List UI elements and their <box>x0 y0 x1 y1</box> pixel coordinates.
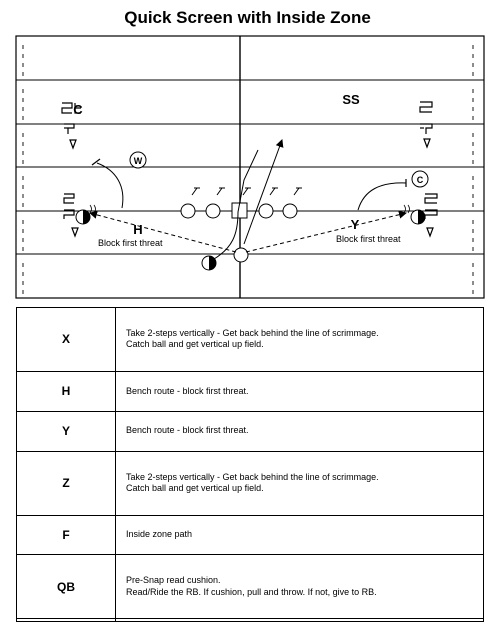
defender-c-right: C <box>417 175 424 185</box>
defender-w-circle <box>129 151 147 169</box>
defender-ss: SS <box>342 92 360 107</box>
assignment-description: Bench route - block first threat. <box>115 410 484 452</box>
assignment-row: Y Bench route - block first threat. <box>16 410 484 452</box>
assignment-row: X Take 2-steps vertically - Get back behi… <box>16 307 484 372</box>
assignment-table: X Take 2-steps vertically - Get back behi… <box>16 307 484 622</box>
defender-w: W <box>134 156 143 166</box>
yard-number-left-mid <box>63 193 79 238</box>
assignment-line-1: Bench route - block first threat. <box>126 425 249 436</box>
hash-marks <box>22 45 474 294</box>
lineman-rg <box>258 203 274 219</box>
yard-number-right-mid <box>424 193 438 238</box>
receiver-x <box>75 204 96 225</box>
assignment-description: Bench route - block first threat. <box>115 370 484 412</box>
pass-line-right <box>245 210 407 253</box>
offensive-line <box>180 202 298 219</box>
assignment-line-2: Catch ball and get vertical up field. <box>126 483 264 494</box>
y-route <box>357 182 407 211</box>
assignment-row: F Inside zone path <box>16 514 484 556</box>
running-back <box>201 255 217 271</box>
assignment-position: F <box>16 514 116 556</box>
assignment-line-1: Pre-Snap read cushion. <box>126 575 221 586</box>
defender-c-left: C <box>73 102 83 117</box>
assignment-row <box>16 618 484 622</box>
lineman-rt <box>282 203 298 219</box>
assignment-position: Y <box>16 410 116 452</box>
assignment-description: Take 2-steps vertically - Get back behin… <box>115 450 484 516</box>
assignment-description: Take 2-steps vertically - Get back behin… <box>115 307 484 372</box>
yard-number-right-top <box>419 101 433 149</box>
assignment-line-1: Inside zone path <box>126 529 193 540</box>
lineman-lg <box>205 203 221 219</box>
assignment-line-1: Bench route - block first threat. <box>126 385 249 396</box>
offense-y: Y <box>351 217 360 232</box>
qb <box>233 247 249 263</box>
assignment-line-2: Read/Ride the RB. If cushion, pull and t… <box>126 586 377 597</box>
assignment-position: X <box>16 307 116 372</box>
defender-c-right-circle <box>411 170 429 188</box>
lineman-lt <box>180 203 196 219</box>
receiver-z <box>403 204 426 225</box>
rb-zone-path <box>213 149 259 260</box>
qb-throw-arrow <box>243 139 284 245</box>
yard-number-left-top <box>61 102 81 150</box>
note-right-block: Block first threat <box>336 234 401 244</box>
play-diagram: C SS W C H Block first threat <box>15 35 485 299</box>
assignment-line-2: Catch ball and get vertical up field. <box>126 339 264 350</box>
assignment-description: Inside zone path <box>115 514 484 556</box>
assignment-row: Z Take 2-steps vertically - Get back behi… <box>16 450 484 516</box>
page-title: Quick Screen with Inside Zone <box>124 8 371 27</box>
offense-h: H <box>133 222 142 237</box>
assignment-description <box>115 618 484 622</box>
assignment-position: H <box>16 370 116 412</box>
note-left-block: Block first threat <box>98 238 163 248</box>
assignment-position: Z <box>16 450 116 516</box>
assignment-position: QB <box>16 554 116 620</box>
ol-blocks <box>191 187 302 196</box>
assignment-line-1: Take 2-steps vertically - Get back behin… <box>126 327 379 338</box>
assignment-position <box>16 618 116 622</box>
assignment-row: H Bench route - block first threat. <box>16 370 484 412</box>
assignment-line-1: Take 2-steps vertically - Get back behin… <box>126 471 379 482</box>
h-route <box>96 162 124 209</box>
assignment-description: Pre-Snap read cushion.Read/Ride the RB. … <box>115 554 484 620</box>
